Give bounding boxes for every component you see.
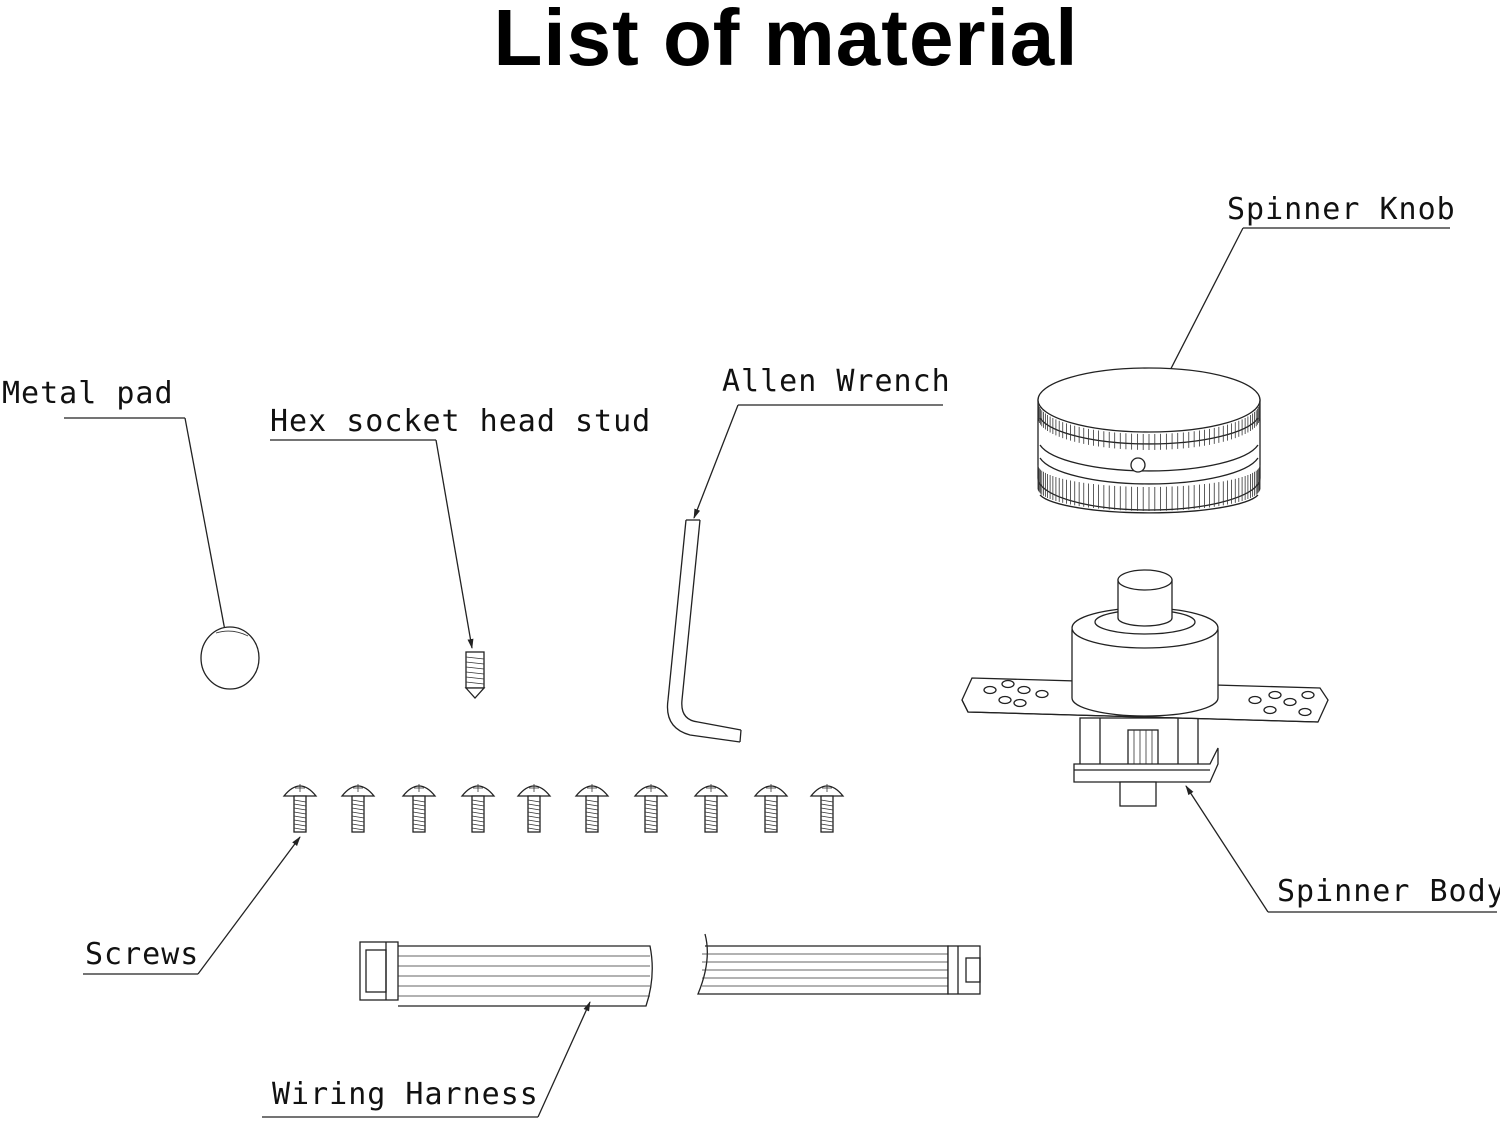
- allen-wrench-illustration: [666, 519, 742, 743]
- screw: [753, 784, 789, 833]
- screw: [693, 784, 729, 833]
- screw: [460, 784, 496, 833]
- metal-pad-illustration: [200, 626, 260, 690]
- leader-metal-pad: [64, 417, 228, 637]
- hex-stud-illustration: [464, 651, 486, 699]
- label-wiring-harness: Wiring Harness: [272, 1077, 539, 1112]
- spinner-body-illustration: [961, 569, 1329, 807]
- leader-wiring-harness: [262, 1001, 591, 1118]
- page-title: List of material: [493, 0, 1079, 82]
- screw: [401, 784, 437, 833]
- label-spinner-knob: Spinner Knob: [1227, 192, 1456, 227]
- label-hex-socket-head-stud: Hex socket head stud: [270, 404, 652, 439]
- screw: [516, 784, 552, 833]
- screw: [282, 784, 318, 833]
- label-spinner-body: Spinner Body: [1277, 874, 1500, 909]
- leader-allen-wrench: [693, 404, 943, 519]
- screw: [809, 784, 845, 833]
- screw: [574, 784, 610, 833]
- leader-spinner-body: [1185, 785, 1497, 913]
- leader-spinner-knob: [1159, 227, 1450, 391]
- label-allen-wrench: Allen Wrench: [722, 364, 951, 399]
- screws-illustration: [282, 784, 845, 833]
- wiring-harness-illustration: [359, 933, 981, 1007]
- spinner-knob-illustration: [1037, 367, 1261, 514]
- leader-screws: [83, 836, 301, 975]
- label-metal-pad: Metal pad: [2, 376, 174, 411]
- screw: [340, 784, 376, 833]
- label-screws: Screws: [85, 937, 200, 972]
- screw: [633, 784, 669, 833]
- leader-hex-stud: [270, 439, 474, 649]
